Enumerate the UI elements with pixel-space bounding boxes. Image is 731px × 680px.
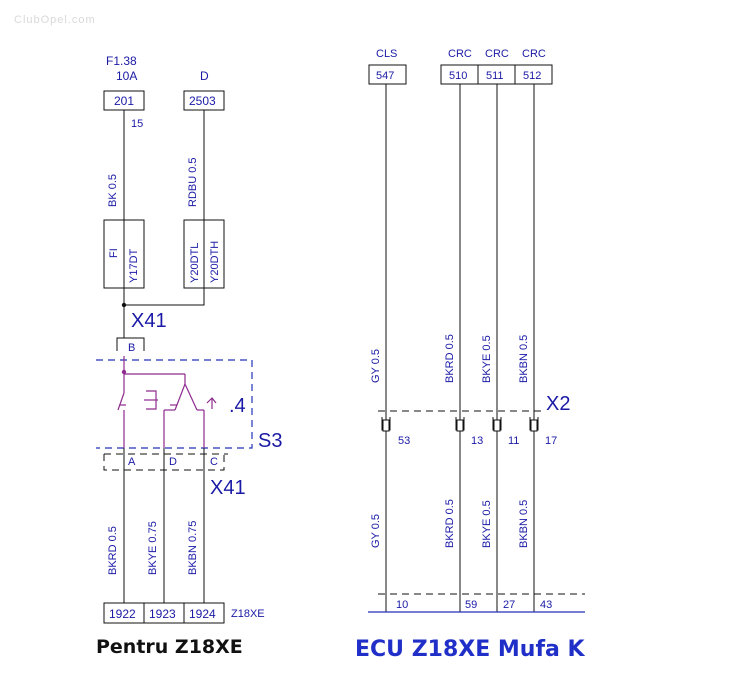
junction-dot [121, 302, 127, 308]
wire-bkye-top-label: BKYE 0.5 [481, 335, 493, 383]
pin-201-label: 201 [114, 94, 134, 108]
switch-s3-contacts [117, 356, 217, 448]
switch-pos-label: .4 [229, 395, 246, 417]
pin-1924-label: 1924 [189, 607, 216, 621]
pin-510-label: 510 [449, 70, 467, 82]
wire-gy-top-label: GY 0.5 [370, 349, 382, 383]
pin-2503-label: 2503 [189, 94, 216, 108]
fuse-label: F1.38 [106, 54, 137, 68]
connector-x2-pins [381, 417, 539, 432]
wire-bkye-label: BKYE 0.75 [147, 521, 159, 575]
fuse-amp-label: 10A [116, 69, 137, 83]
connector-x41-top-label: X41 [131, 310, 167, 332]
variant-y20dtl-label: Y20DTL [189, 243, 201, 283]
wire-bkrd-top-label: BKRD 0.5 [444, 334, 456, 383]
pin-512-label: 512 [523, 70, 541, 82]
crc-label-1: CRC [448, 48, 472, 60]
crc-label-2: CRC [485, 48, 509, 60]
variant-fi-label: FI [108, 248, 120, 258]
switch-s3-label: S3 [258, 430, 282, 452]
ecu-pin-27-label: 27 [503, 599, 515, 611]
x2-pin-53-label: 53 [398, 435, 410, 447]
caption-left: Pentru Z18XE [96, 636, 243, 658]
ecu-pin-43-label: 43 [540, 599, 552, 611]
wire-bkye-bottom-label: BKYE 0.5 [481, 500, 493, 548]
wire-bkbn-bottom-label: BKBN 0.5 [518, 500, 530, 548]
switch-s3-frame [96, 359, 253, 449]
engine-label: Z18XE [231, 608, 265, 620]
pin-511-label: 511 [486, 70, 504, 82]
connector-x2-label: X2 [546, 393, 570, 415]
wire-bkrd-label: BKRD 0.5 [107, 526, 119, 575]
pin-1924-box [183, 602, 225, 624]
caption-right: ECU Z18XE Mufa K [355, 637, 585, 662]
connector-x41-bottom-label: X41 [210, 477, 246, 499]
wire-bkrd-bottom-label: BKRD 0.5 [444, 499, 456, 548]
d-label: D [200, 69, 209, 83]
variant-y20dth-label: Y20DTH [209, 241, 221, 283]
pin-b-label: B [128, 342, 135, 354]
pin-1922-label: 1922 [109, 607, 136, 621]
pin-547-label: 547 [376, 70, 394, 82]
crc-label-3: CRC [522, 48, 546, 60]
wire-gy-bottom-label: GY 0.5 [370, 514, 382, 548]
pin-c-label: C [210, 456, 218, 468]
x2-pin-13-label: 13 [471, 435, 483, 447]
wire-bk-label: BK 0.5 [107, 174, 119, 207]
right-circuit: CLS CRC CRC CRC 547 510 511 512 GY 0.5 B… [368, 48, 585, 613]
pin-15-label: 15 [131, 118, 143, 130]
wire-bkbn-top-label: BKBN 0.5 [518, 335, 530, 383]
variant-y17dt-label: Y17DT [128, 248, 140, 283]
x2-pin-11-label: 11 [508, 435, 519, 447]
pin-547-box [368, 64, 407, 85]
wire-rdbu-label: RDBU 0.5 [187, 157, 199, 207]
pin-a-label: A [128, 456, 136, 468]
x2-pin-17-label: 17 [545, 435, 557, 447]
pin-d-label: D [169, 456, 177, 468]
ecu-pin-59-label: 59 [465, 599, 477, 611]
ecu-pin-10-label: 10 [396, 599, 408, 611]
pin-1923-label: 1923 [149, 607, 176, 621]
watermark: ClubOpel.com [14, 14, 96, 26]
cls-label: CLS [376, 48, 397, 60]
wire-bkbn-label: BKBN 0.75 [187, 521, 199, 575]
left-circuit: F1.38 10A D 201 2503 15 BK 0.5 RDBU 0.5 … [96, 54, 282, 624]
